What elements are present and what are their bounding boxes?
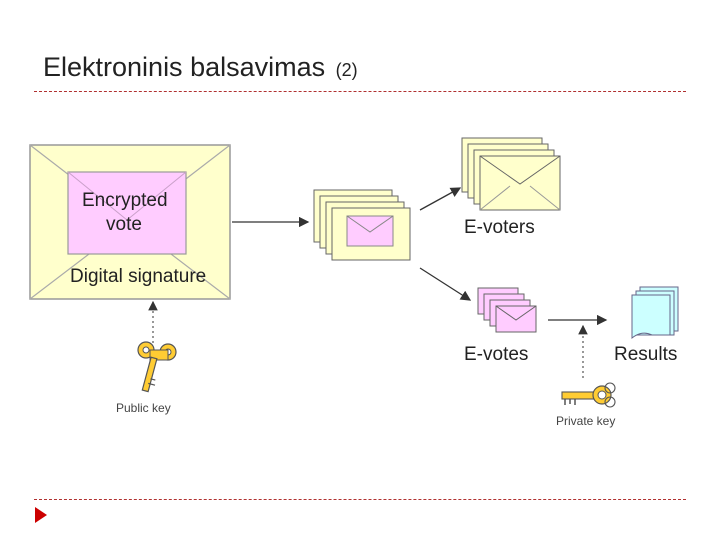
private-key-icon: [561, 382, 616, 408]
envelope-stack: [313, 189, 411, 261]
evotes-label: E-votes: [464, 344, 529, 365]
arrow-stack-to-evoters: [419, 187, 462, 211]
encrypted-vote-label-line2: vote: [106, 214, 142, 235]
public-key-icon: [137, 341, 177, 393]
private-key-label: Private key: [556, 414, 616, 428]
public-key-label: Public key: [116, 401, 171, 415]
results-documents: [631, 286, 679, 340]
footer-divider: [34, 499, 686, 500]
next-slide-arrow-icon[interactable]: [34, 506, 48, 524]
encrypted-vote-label-line1: Encrypted: [82, 190, 168, 211]
slide-title-main: Elektroninis balsavimas: [43, 52, 326, 82]
evotes-envelopes: [477, 287, 537, 333]
arrow-stack-to-evotes: [419, 267, 472, 301]
digital-signature-label: Digital signature: [70, 266, 207, 287]
results-label: Results: [614, 344, 678, 365]
slide-title-suffix: (2): [335, 60, 358, 80]
slide-title: Elektroninis balsavimas (2): [43, 52, 358, 83]
encrypted-vote-card: [67, 171, 187, 255]
evoters-label: E-voters: [464, 217, 535, 238]
evoters-envelopes: [461, 137, 561, 211]
title-divider: [34, 91, 686, 92]
